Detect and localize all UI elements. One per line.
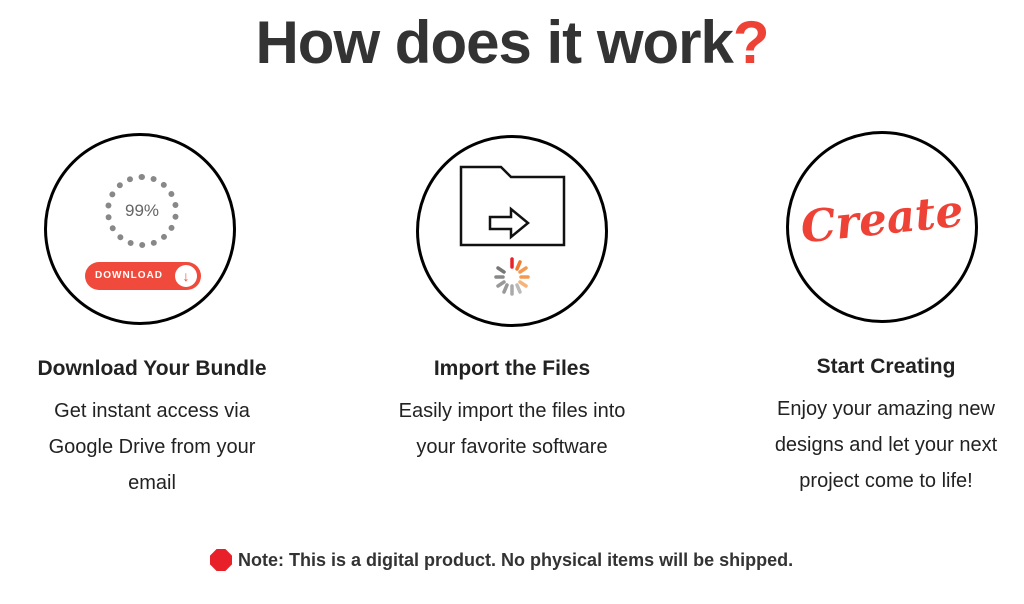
step-import: Import the Files Easily import the files…: [362, 357, 662, 465]
download-icon: ↓: [175, 265, 197, 287]
download-label: DOWNLOAD: [95, 270, 163, 281]
step-title: Download Your Bundle: [37, 357, 267, 380]
download-button: DOWNLOAD ↓: [85, 262, 201, 290]
note-label: Note:: [238, 549, 284, 570]
step-line: designs and let your next: [774, 434, 998, 456]
title-text: How does it work: [255, 9, 733, 76]
create-logo: Create: [798, 185, 966, 254]
create-circle: Create: [786, 131, 978, 323]
step-line: Google Drive from your: [48, 436, 256, 458]
step-title: Start Creating: [816, 355, 956, 378]
step-create: Start Creating Enjoy your amazing new de…: [736, 355, 1024, 499]
step-line: Get instant access via: [54, 400, 250, 422]
note-text: This is a digital product. No physical i…: [289, 549, 794, 570]
progress-label: 99%: [124, 201, 160, 220]
folder-import-icon: [459, 165, 566, 296]
import-circle: [416, 135, 608, 327]
step-line: Easily import the files into: [398, 400, 626, 422]
step-download: Download Your Bundle Get instant access …: [2, 357, 302, 501]
loading-spinner-icon: [494, 257, 530, 296]
download-circle: 99% DOWNLOAD ↓: [44, 133, 236, 325]
step-title: Import the Files: [433, 357, 591, 380]
digital-product-note: Note: This is a digital product. No phys…: [210, 549, 793, 571]
progress-ring: 99%: [105, 174, 179, 248]
step-line: your favorite software: [416, 436, 608, 458]
title-question-mark: ?: [732, 9, 770, 76]
step-line: email: [128, 472, 176, 494]
step-line: Enjoy your amazing new: [777, 398, 995, 420]
step-line: project come to life!: [799, 470, 973, 492]
page-title: How does it work?: [0, 8, 1024, 77]
stop-sign-icon: [210, 549, 232, 571]
